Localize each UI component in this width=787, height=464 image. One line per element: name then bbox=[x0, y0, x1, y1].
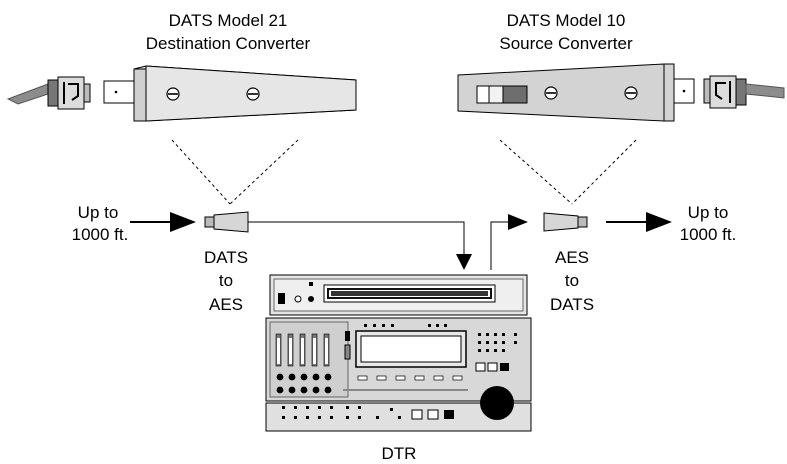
left-adapter-label-line2: to bbox=[219, 271, 233, 290]
right-distance-label-line1: Up to bbox=[688, 203, 729, 222]
right-zoom-line bbox=[499, 139, 573, 205]
left-bnc-plug-icon bbox=[47, 76, 91, 110]
left-converter-title: DATS Model 21 bbox=[169, 11, 288, 30]
dtr-recorder-icon bbox=[265, 274, 532, 432]
left-input-arrow bbox=[130, 212, 196, 232]
right-converter-screw-icon bbox=[624, 86, 638, 100]
dtr-jog-wheel bbox=[480, 386, 514, 420]
left-converter-subtitle: Destination Converter bbox=[146, 34, 311, 53]
right-adapter-icon bbox=[543, 212, 588, 232]
right-converter-body bbox=[457, 63, 695, 122]
right-zoom-line bbox=[571, 139, 637, 205]
right-output-arrow bbox=[606, 212, 672, 232]
left-adapter-label-line3: AES bbox=[209, 295, 243, 314]
aes-cable-arrowhead bbox=[456, 254, 472, 270]
left-adapter-icon bbox=[204, 211, 249, 233]
left-distance-label-line1: Up to bbox=[78, 203, 119, 222]
right-converter-screw-icon bbox=[544, 86, 558, 100]
left-bnc-jack bbox=[103, 80, 135, 104]
right-converter-title: DATS Model 10 bbox=[507, 11, 626, 30]
right-cable-assembly bbox=[703, 75, 785, 109]
left-cable bbox=[6, 83, 49, 105]
aes-cable-from-dtr-arrowhead bbox=[508, 214, 528, 230]
dtr-label: DTR bbox=[382, 444, 417, 463]
left-cable-assembly bbox=[6, 76, 91, 110]
right-distance-label-line2: 1000 ft. bbox=[680, 225, 737, 244]
aes-cable-to-dtr bbox=[248, 221, 465, 258]
left-adapter-label-line1: DATS bbox=[204, 248, 248, 267]
right-converter-subtitle: Source Converter bbox=[499, 34, 633, 53]
aes-cable-from-dtr bbox=[490, 221, 510, 270]
left-converter-body bbox=[103, 65, 357, 122]
right-bnc-plug-icon bbox=[703, 75, 747, 109]
left-zoom-line bbox=[229, 139, 299, 205]
right-adapter-label-line1: AES bbox=[555, 248, 589, 267]
right-converter-switch-icon bbox=[476, 85, 528, 104]
left-converter-screw-icon bbox=[166, 87, 180, 101]
right-adapter-label-line2: to bbox=[565, 271, 579, 290]
right-cable bbox=[745, 83, 785, 99]
left-zoom-line bbox=[171, 139, 231, 205]
left-converter-screw-icon bbox=[246, 87, 260, 101]
left-distance-label-line2: 1000 ft. bbox=[72, 225, 129, 244]
right-adapter-label-line3: DATS bbox=[550, 295, 594, 314]
